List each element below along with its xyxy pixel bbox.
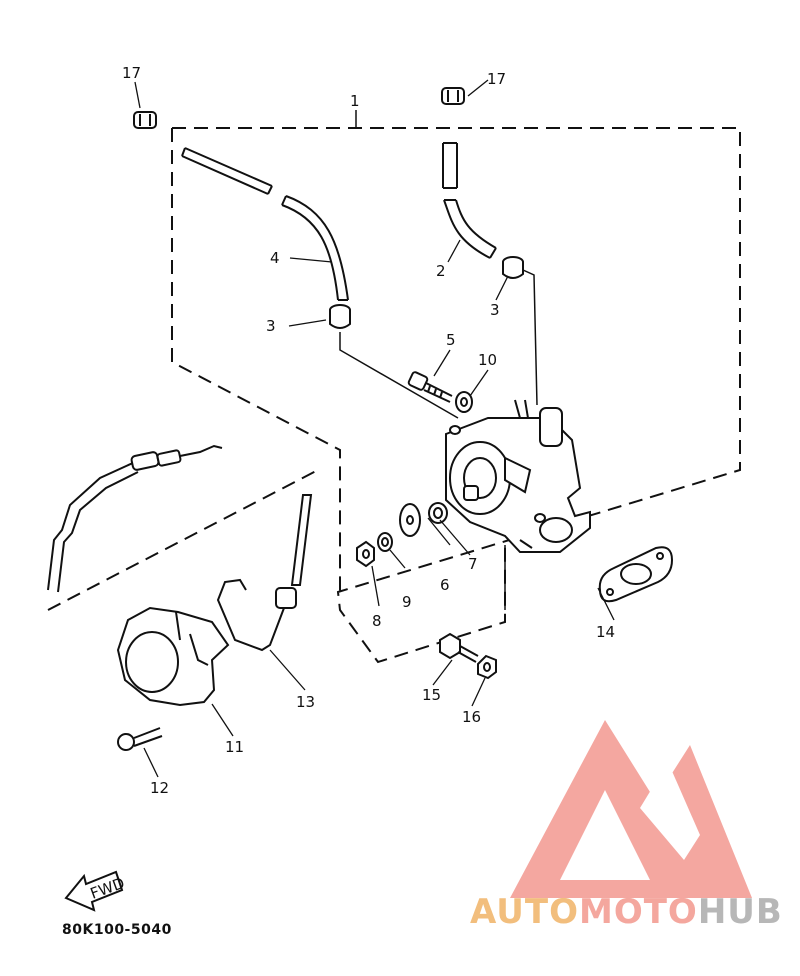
watermark-logo-icon bbox=[510, 720, 752, 898]
callout-leader-lines bbox=[134, 79, 615, 778]
fwd-label: FWD bbox=[88, 874, 127, 903]
callout-14: 14 bbox=[596, 623, 615, 641]
assembly-boundary-dashed-2 bbox=[47, 469, 319, 611]
bolt-part-12 bbox=[117, 727, 163, 751]
cable-part-13 bbox=[216, 494, 313, 652]
callout-6: 6 bbox=[440, 576, 450, 594]
hose-part-4 bbox=[181, 147, 349, 301]
brand-part-hub: HUB bbox=[697, 892, 783, 932]
plate-part-6 bbox=[399, 503, 421, 537]
clamp-part-17-left bbox=[133, 111, 157, 129]
clamp-part-17-right bbox=[441, 87, 465, 105]
clamp-part-3-right bbox=[502, 256, 524, 279]
callout-17a: 17 bbox=[122, 64, 141, 82]
washer-part-7 bbox=[428, 502, 448, 524]
callout-2: 2 bbox=[436, 262, 446, 280]
callout-9: 9 bbox=[402, 593, 412, 611]
callout-17b: 17 bbox=[487, 70, 506, 88]
bolt-part-15 bbox=[439, 632, 479, 663]
callout-13: 13 bbox=[296, 693, 315, 711]
callout-4: 4 bbox=[270, 249, 280, 267]
washer-part-9 bbox=[377, 532, 393, 552]
callout-3a: 3 bbox=[266, 317, 276, 335]
watermark-brand-text: AUTOMOTOHUB bbox=[470, 892, 783, 932]
callout-15: 15 bbox=[422, 686, 441, 704]
callout-1: 1 bbox=[350, 92, 360, 110]
nut-part-16 bbox=[477, 654, 497, 680]
callout-3b: 3 bbox=[490, 301, 500, 319]
callout-10: 10 bbox=[478, 351, 497, 369]
cover-part-11 bbox=[116, 606, 230, 707]
assembly-boundary-dashed bbox=[171, 127, 741, 664]
oil-pump-body bbox=[445, 399, 591, 553]
nut-part-8 bbox=[356, 540, 375, 568]
washer-part-10 bbox=[455, 391, 473, 413]
clamp-part-3-left bbox=[329, 304, 351, 329]
callout-12: 12 bbox=[150, 779, 169, 797]
callout-5: 5 bbox=[446, 331, 456, 349]
hose-part-2 bbox=[442, 142, 497, 259]
callout-7: 7 bbox=[468, 555, 478, 573]
brand-part-auto: AUTO bbox=[470, 892, 579, 932]
fwd-arrow-icon bbox=[64, 870, 124, 912]
bolt-part-5 bbox=[407, 371, 453, 403]
brand-part-moto: MOTO bbox=[578, 892, 698, 932]
callout-11: 11 bbox=[225, 738, 244, 756]
part-diagram-code: 80K100-5040 bbox=[62, 922, 172, 938]
sensor-cable bbox=[47, 444, 223, 593]
connection-lines bbox=[339, 269, 538, 610]
callout-16: 16 bbox=[462, 708, 481, 726]
gasket-part-14 bbox=[598, 546, 674, 603]
callout-8: 8 bbox=[372, 612, 382, 630]
